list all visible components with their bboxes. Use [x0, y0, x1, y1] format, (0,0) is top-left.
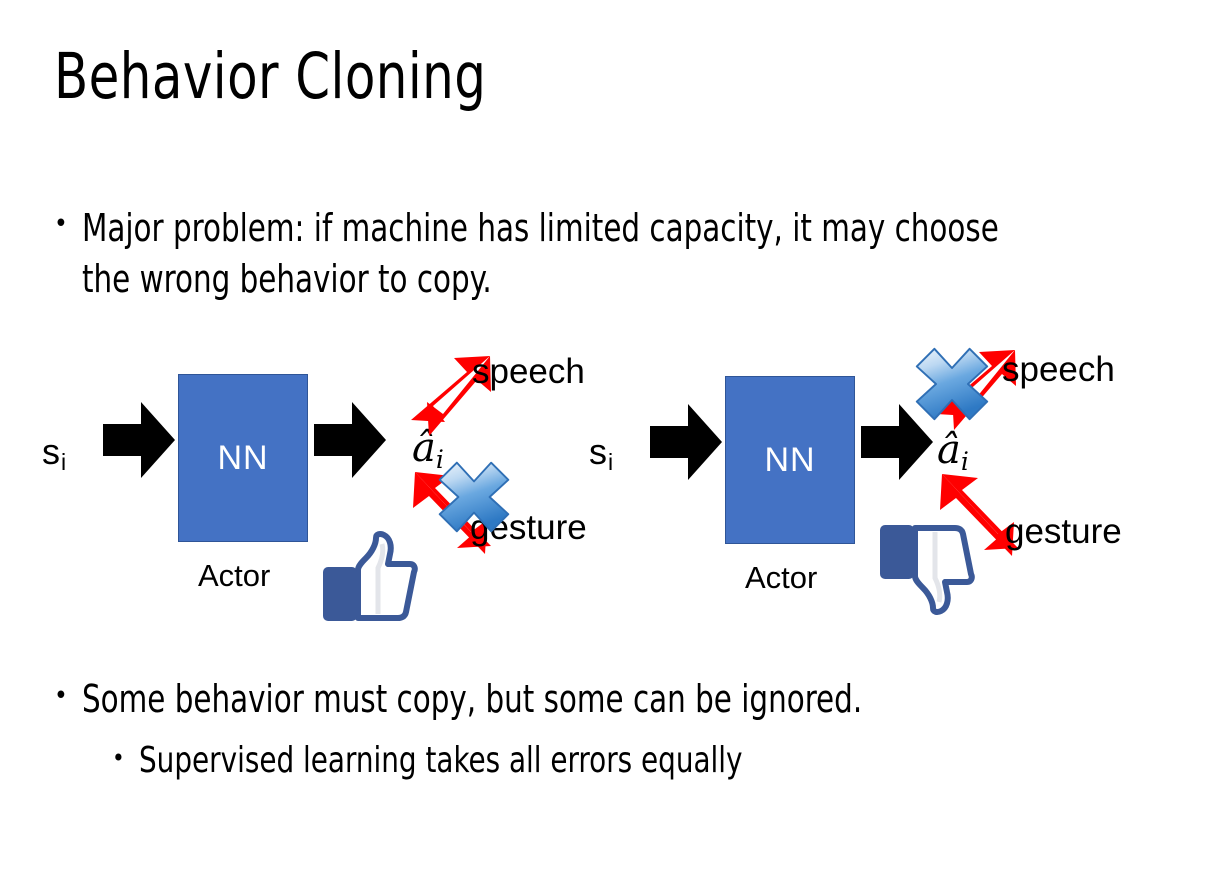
- diagram-right-speech-cross-icon: [915, 347, 989, 421]
- diagram-left-output-action: âi: [412, 425, 444, 474]
- diagram-right-output-arrow-icon: [861, 404, 933, 480]
- diagram-right-output-action: âi: [937, 427, 969, 476]
- bullet-marker-icon: •: [54, 209, 68, 239]
- diagram-right: si NN Actor âi speech: [547, 330, 1187, 630]
- diagram-left-actor-caption: Actor: [198, 558, 271, 593]
- diagram-right-actor-caption: Actor: [745, 560, 818, 595]
- bullet-supervised-learning: • Supervised learning takes all errors e…: [112, 738, 1172, 785]
- diagram-left-nn-label: NN: [217, 438, 269, 477]
- diagram-left-speech-label: speech: [472, 352, 585, 391]
- bullet-major-problem-text: Major problem: if machine has limited ca…: [81, 206, 999, 301]
- diagram-right-nn-label: NN: [764, 440, 816, 479]
- diagram-right-speech-label: speech: [1002, 350, 1115, 389]
- diagram-right-nn-box: NN: [725, 376, 855, 544]
- diagram-left-speech-arrow-icon: [411, 356, 491, 436]
- bullet-major-problem: • Major problem: if machine has limited …: [54, 203, 1154, 305]
- diagram-left-input-arrow-icon: [103, 402, 175, 478]
- diagram-left: si NN Actor âi speech: [0, 330, 620, 630]
- bullet-some-behavior-text: Some behavior must copy, but some can be…: [81, 677, 862, 721]
- diagram-left-nn-box: NN: [178, 374, 308, 542]
- diagram-right-input-state: si: [589, 431, 614, 475]
- diagram-left-gesture-cross-icon: [438, 461, 510, 533]
- diagram-right-input-arrow-icon: [650, 404, 722, 480]
- diagram-left-output-arrow-icon: [314, 402, 386, 478]
- bullet-supervised-learning-text: Supervised learning takes all errors equ…: [138, 740, 743, 781]
- bullet-marker-icon: •: [112, 744, 125, 772]
- slide-title: Behavior Cloning: [54, 40, 487, 113]
- diagram-right-gesture-label: gesture: [1005, 512, 1122, 551]
- diagram-left-thumbs-up-icon: [323, 531, 418, 621]
- bullet-marker-icon: •: [54, 681, 68, 711]
- diagram-left-input-state: si: [42, 431, 67, 475]
- bullet-some-behavior: • Some behavior must copy, but some can …: [54, 675, 1174, 724]
- diagram-right-thumbs-down-icon: [880, 525, 975, 615]
- diagram-right-gesture-arrow-icon: [940, 474, 1018, 556]
